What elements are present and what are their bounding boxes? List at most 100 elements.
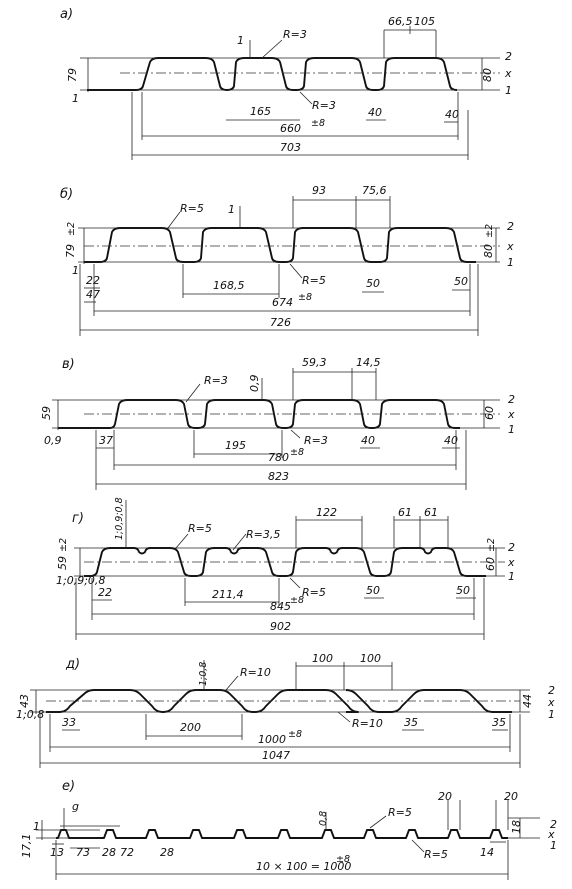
panel-b-bottom-1: 50 [366, 277, 380, 290]
profile-panel-e: е) 17,1 1 g 13 73 28 72 28 0,8 R=5 R=5 2… [20, 779, 557, 880]
panel-d-bottom-1: 35 [404, 716, 418, 729]
panel-e-profile [56, 829, 508, 839]
panel-b-depth: 80 [482, 244, 495, 258]
panel-b-radius: R=5 [180, 202, 204, 215]
panel-a-total-1: 660 [280, 122, 301, 135]
panel-v-rib: 14,5 [356, 356, 381, 369]
panel-d-top-width: 100 [312, 652, 333, 665]
panel-v-height: 59 [40, 406, 53, 420]
panel-v-thickness-left: 0,9 [44, 434, 62, 447]
panel-v-axis-mid: x [507, 408, 515, 421]
panel-b-total-2: 726 [270, 316, 291, 329]
panel-a-axis-bottom: 1 [505, 84, 512, 97]
panel-e-axis-mid: x [547, 828, 555, 841]
panel-g-height: 59 [56, 556, 69, 570]
panel-b-axis-top: 2 [507, 220, 514, 233]
panel-b-profile [84, 227, 476, 263]
panel-a-height: 79 [66, 68, 79, 82]
panel-v-edge-1: 37 [99, 434, 113, 447]
panel-b-rib: 75,6 [362, 184, 387, 197]
panel-e-depth: 18 [510, 820, 523, 834]
panel-g-radius-groove: R=3,5 [246, 528, 280, 541]
panel-g-axis-top: 2 [508, 541, 515, 554]
panel-d-pitch: 200 [180, 721, 201, 734]
profile-panel-a: а) 79 1 80 2 x 1 1 R=3 R=3 66,5 105 165 … [60, 7, 512, 160]
panel-v-radius: R=3 [204, 374, 228, 387]
panel-b-axis-mid: x [506, 240, 514, 253]
panel-a-bottom-2: 40 [445, 108, 459, 121]
panel-g-axis-bottom: 1 [508, 570, 515, 583]
panel-g-bottom-1: 50 [366, 584, 380, 597]
panel-g-total-tol: ±8 [290, 595, 304, 606]
panel-d-depth: 44 [521, 694, 534, 708]
panel-e-total-tol: ±8 [336, 854, 350, 865]
panel-a-top-width: 66,5 [388, 15, 413, 28]
panel-g-radius-bottom: R=5 [302, 586, 326, 599]
panel-v-total-2: 823 [268, 470, 289, 483]
panel-g-total-2: 902 [270, 620, 291, 633]
panel-d-total-2: 1047 [262, 749, 290, 762]
panel-e-s73: 73 [76, 846, 90, 859]
panel-v-thickness: 0,9 [248, 375, 261, 393]
panel-e-letter: е) [62, 779, 75, 794]
panel-d-axis-bottom: 1 [548, 708, 555, 721]
panel-b-depth-tol: ±2 [484, 224, 495, 238]
panel-b-height-tol: ±2 [66, 222, 77, 236]
panel-g-radius: R=5 [188, 522, 212, 535]
panel-a-profile [87, 57, 458, 91]
panel-e-total: 10 × 100 = 1000 [256, 860, 351, 873]
panel-g-height-tol: ±2 [58, 538, 69, 552]
panel-g-thickness: 1;0,9;0,8 [114, 497, 125, 540]
panel-e-top-20a: 20 [438, 790, 452, 803]
panel-a-thickness-left: 1 [72, 92, 79, 105]
panel-v-bottom-2: 40 [444, 434, 458, 447]
panel-d-radius-bottom: R=10 [352, 717, 383, 730]
panel-g-thickness-left: 1;0,9;0,8 [56, 574, 105, 587]
panel-b-total-1: 674 [272, 296, 293, 309]
panel-v-axis-bottom: 1 [508, 423, 515, 436]
panel-g-edge-1: 22 [98, 586, 112, 599]
panel-e-s28b: 28 [160, 846, 174, 859]
panel-e-s28a: 28 [102, 846, 116, 859]
panel-a-pitch: 165 [250, 105, 271, 118]
panel-g-rib: 61 [398, 506, 412, 519]
panel-g-rib-2: 61 [424, 506, 438, 519]
panel-g-bottom-2: 50 [456, 584, 470, 597]
panel-a-total-tol: ±8 [311, 118, 325, 129]
panel-a-radius-bottom: R=3 [312, 99, 336, 112]
panel-a-thickness: 1 [237, 34, 244, 47]
panel-e-s72: 72 [120, 846, 134, 859]
profile-panel-g: г) 59 ±2 1;0,9;0,8 60 ±2 2 x 1 1;0,9;0,8… [56, 497, 515, 640]
panel-b-thickness-left: 1 [72, 264, 79, 277]
panel-b-bottom-2: 50 [454, 275, 468, 288]
panel-g-total-1: 845 [270, 600, 291, 613]
panel-g-depth-tol: ±2 [486, 538, 497, 552]
panel-d-thickness: 1;0,8 [198, 662, 209, 686]
panel-b-radius-bottom: R=5 [302, 274, 326, 287]
panel-e-radius-bottom: R=5 [424, 848, 448, 861]
panel-b-edge-1: 22 [86, 274, 100, 287]
panel-d-thickness-left: 1;0,8 [16, 708, 44, 721]
panel-g-top-width: 122 [316, 506, 337, 519]
panel-v-bottom-1: 40 [361, 434, 375, 447]
panel-a-total-2: 703 [280, 141, 301, 154]
panel-b-letter: б) [60, 187, 73, 202]
panel-d-radius: R=10 [240, 666, 271, 679]
panel-v-letter: в) [62, 357, 75, 372]
panel-v-axis-top: 2 [508, 393, 515, 406]
panel-g-pitch: 211,4 [212, 588, 244, 601]
panel-a-depth: 80 [481, 68, 494, 82]
panel-a-bottom-1: 40 [368, 106, 382, 119]
panel-d-total-tol: ±8 [288, 729, 302, 740]
panel-e-thickness: 0,8 [318, 811, 329, 826]
profile-panel-b: б) 79 ±2 1 80 ±2 2 x 1 1 R=5 R=5 93 75,6… [60, 184, 514, 336]
panel-d-bottom-2: 35 [492, 716, 506, 729]
panel-d-letter: д) [65, 657, 80, 672]
panel-e-radius: R=5 [388, 806, 412, 819]
panel-v-radius-bottom: R=3 [304, 434, 328, 447]
panel-d-height: 43 [18, 694, 31, 708]
panel-d-total-1: 1000 [258, 733, 286, 746]
panel-g-letter: г) [72, 511, 84, 526]
panel-d-axis-mid: x [547, 696, 555, 709]
